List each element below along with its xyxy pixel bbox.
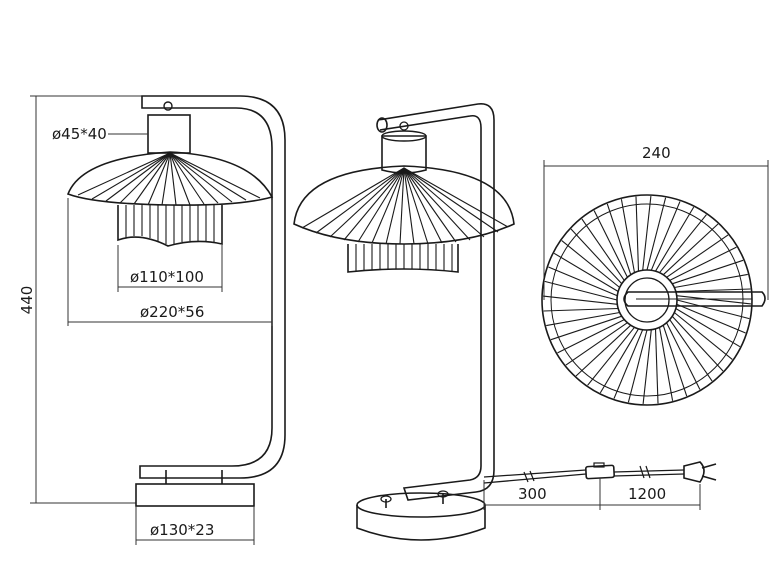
top-rib bbox=[570, 228, 623, 285]
top-rib bbox=[676, 303, 746, 334]
top-rib bbox=[561, 240, 621, 288]
top-shade-ribs bbox=[543, 196, 751, 404]
top-rib bbox=[553, 252, 619, 292]
top-rib bbox=[599, 328, 639, 394]
top-rib bbox=[662, 325, 688, 397]
top-rib bbox=[548, 266, 618, 297]
top-rib bbox=[550, 315, 622, 341]
side-view: 300 1200 bbox=[293, 103, 717, 541]
lamp-arm bbox=[139, 95, 286, 479]
side-socket-top bbox=[381, 130, 427, 142]
top-rib bbox=[674, 273, 748, 289]
cord-length-1-label: 300 bbox=[518, 485, 547, 503]
top-rib bbox=[565, 322, 628, 366]
top-rib bbox=[646, 197, 667, 271]
top-rib bbox=[654, 328, 659, 404]
top-rib bbox=[581, 218, 625, 281]
shade-inner-label: ø110*100 bbox=[130, 268, 204, 286]
outer-shade bbox=[66, 151, 274, 206]
shade-outer-label: ø220*56 bbox=[140, 303, 204, 321]
top-rib bbox=[557, 319, 625, 354]
socket-cap bbox=[147, 114, 191, 154]
top-outer-rim bbox=[541, 194, 753, 406]
top-rib bbox=[676, 299, 750, 320]
height-label: 440 bbox=[18, 286, 36, 315]
cord-segment-1 bbox=[483, 473, 587, 484]
shade-top-label: ø45*40 bbox=[52, 125, 107, 143]
side-outer-shade-ribs bbox=[301, 167, 509, 245]
top-rib bbox=[650, 201, 681, 271]
top-rib bbox=[676, 295, 751, 305]
cord-segment-1b bbox=[483, 469, 587, 478]
top-rib bbox=[662, 223, 719, 276]
side-base-top bbox=[356, 492, 486, 518]
lamp-base bbox=[135, 483, 255, 507]
top-rib bbox=[543, 295, 618, 305]
cord-break-2 bbox=[639, 465, 651, 479]
top-rib bbox=[606, 203, 632, 275]
top-rib bbox=[642, 196, 652, 271]
top-rib bbox=[593, 210, 628, 278]
top-view: 240 bbox=[541, 144, 769, 406]
top-rib bbox=[620, 199, 636, 273]
top-rib bbox=[672, 259, 744, 285]
top-rib bbox=[587, 326, 635, 386]
side-inner-shade-ribs bbox=[355, 244, 453, 271]
side-arm-end bbox=[376, 117, 388, 133]
top-rib bbox=[642, 329, 652, 404]
top-rib bbox=[675, 288, 751, 293]
top-socket-outer bbox=[616, 269, 678, 331]
inner-shade bbox=[117, 205, 223, 247]
top-rib bbox=[673, 312, 733, 360]
top-socket-inner bbox=[624, 277, 670, 323]
top-inner-rim bbox=[550, 203, 744, 397]
top-width-label: 240 bbox=[642, 144, 671, 162]
cord-break-1 bbox=[523, 470, 535, 483]
top-rib bbox=[658, 327, 674, 401]
side-arm bbox=[377, 103, 495, 501]
top-rib bbox=[666, 322, 701, 390]
top-rib bbox=[659, 214, 707, 274]
top-rib bbox=[669, 319, 713, 382]
arm-top-screw bbox=[163, 101, 173, 111]
side-inner-shade bbox=[347, 244, 459, 273]
front-view: 440 ø45*40 bbox=[18, 95, 286, 545]
outer-shade-ribs bbox=[77, 152, 261, 206]
top-rib bbox=[635, 196, 640, 272]
top-rib bbox=[546, 311, 620, 327]
top-rib bbox=[543, 307, 619, 312]
top-rib bbox=[655, 206, 695, 272]
top-rib bbox=[675, 308, 741, 348]
top-rib bbox=[669, 246, 737, 281]
switch-icon bbox=[585, 462, 615, 480]
top-rib bbox=[671, 315, 724, 372]
top-rib bbox=[575, 324, 632, 377]
top-arm bbox=[623, 291, 766, 307]
cord-segment-2 bbox=[613, 469, 685, 473]
top-rib bbox=[613, 329, 644, 399]
inner-shade-ribs bbox=[125, 205, 215, 244]
plug-icon bbox=[683, 461, 717, 483]
side-base-body bbox=[356, 505, 486, 541]
top-rib bbox=[666, 234, 729, 278]
top-rib bbox=[627, 329, 648, 403]
base-label: ø130*23 bbox=[150, 521, 214, 539]
top-rib bbox=[544, 280, 618, 301]
cord-length-2-label: 1200 bbox=[628, 485, 666, 503]
side-outer-shade bbox=[293, 165, 515, 245]
side-arm-screw bbox=[399, 121, 409, 131]
